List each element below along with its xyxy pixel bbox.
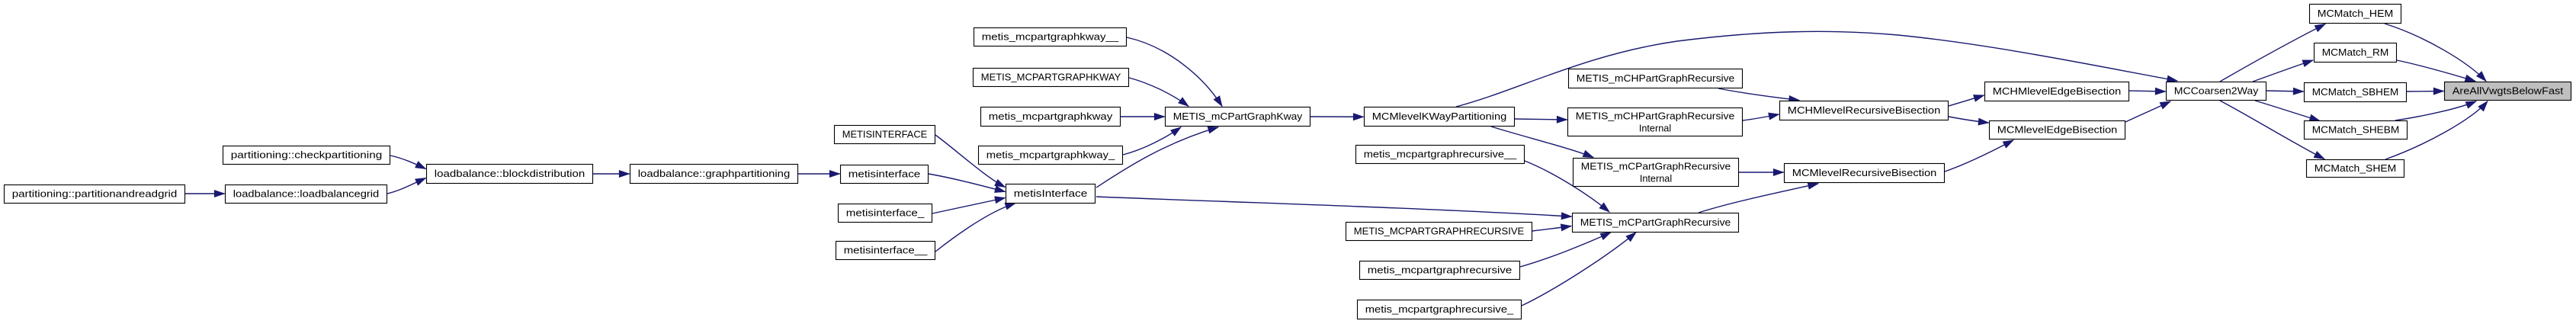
svg-text:metisInterface: metisInterface — [1014, 188, 1088, 199]
svg-text:metis_mcpartgraphrecursive: metis_mcpartgraphrecursive — [1368, 265, 1513, 276]
svg-text:loadbalance::blockdistribution: loadbalance::blockdistribution — [435, 168, 585, 179]
svg-text:loadbalance::graphpartitioning: loadbalance::graphpartitioning — [638, 168, 791, 179]
svg-text:metisinterface__: metisinterface__ — [844, 245, 929, 256]
svg-text:metis_mcpartgraphkway_: metis_mcpartgraphkway_ — [986, 150, 1116, 161]
svg-text:MCMlevelRecursiveBisection: MCMlevelRecursiveBisection — [1792, 168, 1937, 178]
svg-text:METIS_mCHPartGraphRecursive: METIS_mCHPartGraphRecursive — [1577, 73, 1735, 84]
svg-text:Internal: Internal — [1640, 174, 1672, 184]
svg-text:metis_mcpartgraphrecursive_: metis_mcpartgraphrecursive_ — [1365, 304, 1515, 315]
svg-text:MCMatch_SBHEM: MCMatch_SBHEM — [2312, 87, 2399, 98]
svg-text:METIS_MCPARTGRAPHRECURSIVE: METIS_MCPARTGRAPHRECURSIVE — [1354, 226, 1525, 237]
svg-text:MCMatch_RM: MCMatch_RM — [2322, 47, 2389, 58]
svg-text:METISINTERFACE: METISINTERFACE — [842, 130, 928, 140]
svg-text:MCHMlevelEdgeBisection: MCHMlevelEdgeBisection — [1993, 86, 2122, 97]
svg-text:metisinterface: metisinterface — [849, 169, 921, 180]
svg-text:MCHMlevelRecursiveBisection: MCHMlevelRecursiveBisection — [1788, 105, 1941, 116]
svg-text:metis_mcpartgraphkway: metis_mcpartgraphkway — [989, 111, 1113, 122]
svg-text:loadbalance::loadbalancegrid: loadbalance::loadbalancegrid — [233, 189, 380, 200]
svg-text:MCMatch_SHEM: MCMatch_SHEM — [2315, 163, 2397, 174]
svg-text:metisinterface_: metisinterface_ — [846, 208, 925, 219]
svg-text:MCMlevelKWayPartitioning: MCMlevelKWayPartitioning — [1372, 111, 1507, 122]
svg-text:METIS_mCPartGraphKway: METIS_mCPartGraphKway — [1173, 111, 1303, 122]
svg-text:partitioning::partitionandread: partitioning::partitionandreadgrid — [12, 189, 178, 200]
svg-text:METIS_mCPartGraphRecursive: METIS_mCPartGraphRecursive — [1580, 217, 1731, 228]
svg-text:METIS_MCPARTGRAPHKWAY: METIS_MCPARTGRAPHKWAY — [981, 72, 1121, 83]
svg-text:metis_mcpartgraphrecursive__: metis_mcpartgraphrecursive__ — [1364, 149, 1518, 160]
svg-text:MCMatch_HEM: MCMatch_HEM — [2318, 8, 2394, 19]
svg-text:METIS_mCHPartGraphRecursive: METIS_mCHPartGraphRecursive — [1576, 111, 1735, 122]
svg-text:MCMlevelEdgeBisection: MCMlevelEdgeBisection — [1997, 125, 2118, 136]
svg-text:AreAllVwgtsBelowFast: AreAllVwgtsBelowFast — [2452, 86, 2564, 97]
svg-text:partitioning::checkpartitionin: partitioning::checkpartitioning — [231, 150, 383, 161]
svg-text:MCMatch_SHEBM: MCMatch_SHEBM — [2312, 125, 2400, 136]
svg-text:MCCoarsen2Way: MCCoarsen2Way — [2174, 86, 2259, 97]
svg-text:metis_mcpartgraphkway__: metis_mcpartgraphkway__ — [982, 32, 1120, 43]
svg-text:Internal: Internal — [1639, 124, 1671, 134]
svg-text:METIS_mCPartGraphRecursive: METIS_mCPartGraphRecursive — [1581, 162, 1731, 172]
